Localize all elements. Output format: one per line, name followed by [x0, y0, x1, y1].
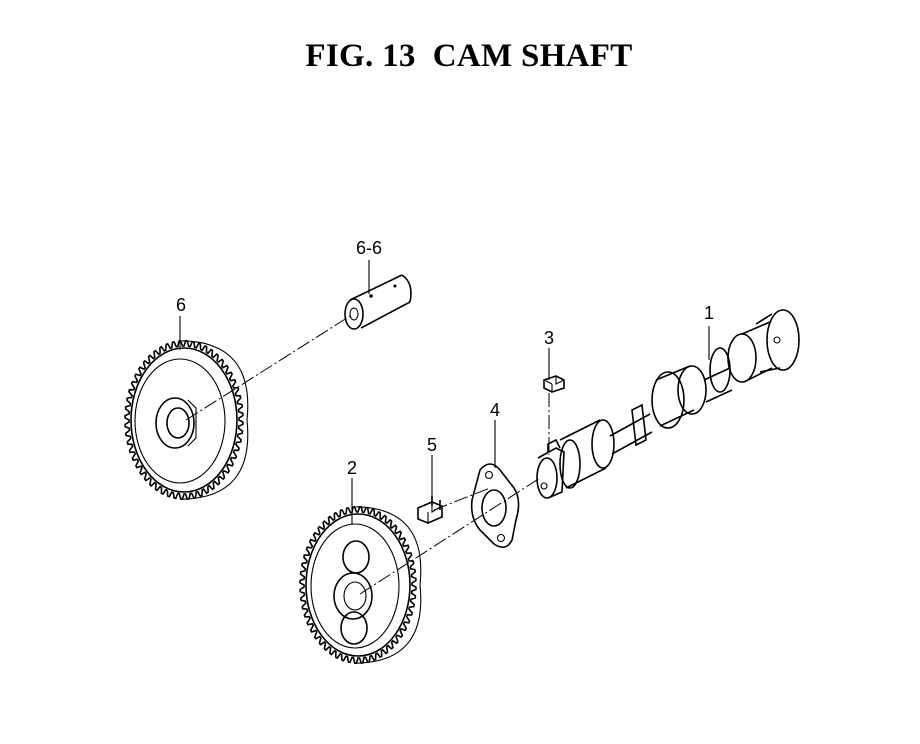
- callout-2: 2: [347, 458, 357, 478]
- callout-6-6: 6-6: [356, 238, 382, 258]
- callout-6: 6: [176, 295, 186, 315]
- gear-side-band: [355, 506, 422, 664]
- leader-lines: [179, 260, 710, 524]
- part-6-6-bushing: [344, 274, 412, 330]
- gear-2-lightening-hole: [342, 540, 370, 574]
- callout-labels: 1 2 3 4 5 6 6-6: [176, 238, 714, 478]
- part-3-key: [543, 375, 565, 393]
- gear-side-band: [181, 340, 249, 500]
- part-4-thrust-plate: [470, 463, 520, 548]
- gear-tooth-profile: [299, 505, 417, 665]
- callout-4: 4: [490, 400, 500, 420]
- figure-title: FIG. 13 CAM SHAFT: [305, 38, 633, 74]
- part-6-upper-gear: [124, 339, 249, 501]
- part-2-lower-gear: [299, 505, 422, 665]
- part-1-camshaft: [536, 309, 800, 499]
- callout-5: 5: [427, 435, 437, 455]
- gear-tooth-profile: [124, 339, 244, 501]
- part-5-bolt: [417, 496, 443, 524]
- gear-2-teeth: [299, 505, 422, 665]
- gear-6-hub: [155, 397, 195, 449]
- callout-1: 1: [704, 303, 714, 323]
- gear-2-hub: [333, 572, 373, 620]
- assembly-centerlines: [185, 315, 550, 595]
- gear-6-teeth: [124, 339, 249, 501]
- callout-3: 3: [544, 328, 554, 348]
- gear-2-lightening-hole: [340, 611, 368, 645]
